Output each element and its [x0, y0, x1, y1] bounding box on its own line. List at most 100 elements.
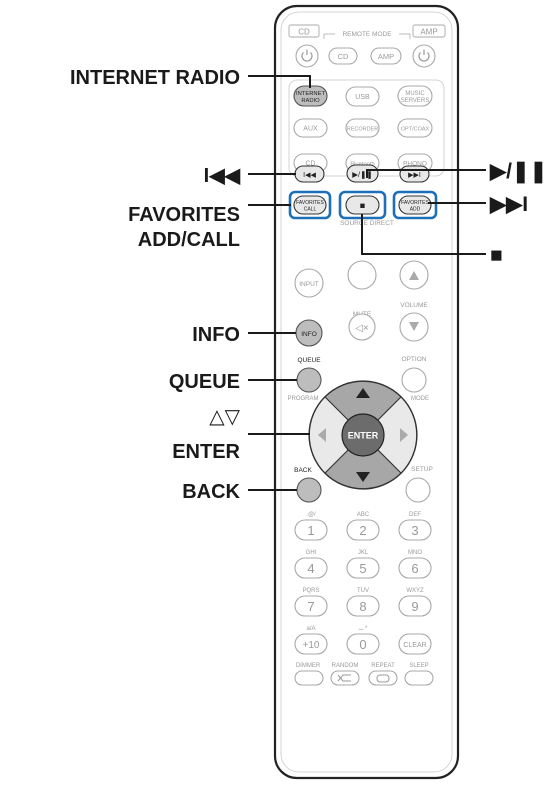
favorites-add-line2: ADD — [410, 207, 421, 213]
cursor-up-button[interactable] — [324, 380, 402, 436]
key-plus10[interactable]: +10 — [294, 633, 328, 655]
favorites-call-line2: CALL — [304, 207, 317, 213]
volume-down-icon — [409, 322, 419, 331]
dimmer-button[interactable] — [294, 670, 324, 686]
usb-label: USB — [355, 94, 370, 101]
key-sub-label: ⌴ * — [359, 626, 368, 632]
cursor-left-icon — [318, 428, 326, 442]
music-servers-button[interactable]: MUSIC SERVERS — [397, 85, 433, 107]
remote-mode-amp-button-label: AMP — [378, 52, 394, 61]
numeric-keypad: .@/ ABC DEF 1 2 3 GHI JKL MNO 4 5 6 PQRS… — [294, 512, 432, 655]
music-servers-line2: SERVERS — [401, 98, 430, 104]
source-direct-button[interactable] — [347, 260, 377, 290]
sleep-button[interactable] — [404, 670, 434, 686]
volume-up-button[interactable] — [399, 260, 429, 290]
internet-radio-button[interactable]: INTERNET RADIO — [293, 85, 328, 107]
leader-lines — [248, 75, 486, 491]
repeat-button[interactable] — [368, 670, 398, 686]
callout-back: BACK — [182, 481, 240, 503]
remote-mode-amp-button[interactable]: AMP — [370, 47, 402, 65]
back-button[interactable] — [296, 477, 322, 503]
mute-button[interactable]: ◁× — [348, 313, 376, 341]
volume-label: VOLUME — [400, 302, 428, 309]
key-sub-label: GHI — [306, 550, 317, 556]
callout-favorites-line2: ADD/CALL — [138, 229, 240, 251]
play-pause-button[interactable]: ▶/❚❚ — [346, 164, 379, 183]
key-9[interactable]: 9 — [398, 595, 432, 617]
random-button[interactable] — [330, 670, 360, 686]
power-amp-button[interactable] — [412, 44, 436, 68]
key-sub-label: WXYZ — [406, 588, 424, 594]
aux-button[interactable]: AUX — [293, 118, 328, 138]
key-1[interactable]: 1 — [294, 519, 328, 541]
music-servers-line1: MUSIC — [405, 91, 425, 97]
next-icon: ▶▶I — [408, 172, 421, 179]
key-sub-label: PQRS — [302, 588, 319, 594]
play-pause-icon: ▶/❚❚ — [352, 170, 372, 179]
key-sub-label: DEF — [409, 512, 421, 518]
volume-up-icon — [409, 271, 419, 280]
callout-internet-radio: INTERNET RADIO — [70, 67, 240, 89]
stop-icon: ■ — [360, 201, 365, 211]
opt-coax-button[interactable]: OPT/COAX — [397, 118, 433, 138]
sleep-label: SLEEP — [409, 663, 428, 669]
power-cd-button[interactable] — [295, 44, 319, 68]
setup-button[interactable] — [405, 477, 431, 503]
clear-button[interactable]: CLEAR — [398, 633, 432, 655]
next-button[interactable]: ▶▶I — [399, 165, 430, 183]
cursor-right-button[interactable] — [362, 396, 418, 474]
recorder-button[interactable]: RECORDER — [345, 118, 380, 138]
aux-label: AUX — [303, 126, 318, 133]
key-8[interactable]: 8 — [346, 595, 380, 617]
key-digit: 3 — [411, 523, 418, 538]
queue-button[interactable] — [296, 367, 322, 393]
remote-mode-cd-label — [288, 24, 320, 38]
prev-button[interactable]: I◀◀ — [294, 165, 325, 183]
callout-enter: ENTER — [172, 441, 240, 463]
remote-mode-amp-text: AMP — [420, 28, 437, 37]
key-plus10-label: +10 — [303, 640, 320, 651]
internet-radio-line2: RADIO — [301, 98, 320, 104]
random-label: RANDOM — [332, 663, 359, 669]
volume-down-button[interactable] — [399, 312, 429, 342]
remote-mode-amp-label — [412, 24, 446, 38]
key-7[interactable]: 7 — [294, 595, 328, 617]
input-button[interactable]: INPUT — [294, 268, 324, 298]
favorites-call-button[interactable]: FAVORITES CALL — [293, 195, 327, 215]
key-digit: 1 — [307, 523, 314, 538]
key-digit: 2 — [359, 523, 366, 538]
remote-mode-cd-button[interactable]: CD — [328, 47, 358, 65]
source-direct-label: SOURCE DIRECT — [340, 220, 394, 227]
key-5[interactable]: 5 — [346, 557, 380, 579]
clear-label: CLEAR — [403, 642, 426, 649]
favorites-call-line1: FAVORITES — [296, 200, 324, 206]
usb-button[interactable]: USB — [345, 86, 380, 107]
stop-button[interactable]: ■ — [345, 195, 380, 215]
key-0[interactable]: 0 — [346, 633, 380, 655]
key-3[interactable]: 3 — [398, 519, 432, 541]
key-6[interactable]: 6 — [398, 557, 432, 579]
back-label: BACK — [294, 467, 312, 474]
callout-favorites-line1: FAVORITES — [128, 204, 240, 226]
enter-button[interactable] — [341, 413, 385, 457]
remote-inner-outline — [280, 11, 453, 773]
cursor-down-button[interactable] — [324, 434, 402, 490]
remote-mode-title: REMOTE MODE — [342, 31, 392, 38]
favorites-add-line1: FAVORITES — [401, 200, 429, 206]
key-sub-label: MNO — [408, 550, 422, 556]
opt-coax-label: OPT/COAX — [401, 127, 430, 133]
option-button[interactable] — [401, 367, 427, 393]
cursor-right-icon — [400, 428, 408, 442]
remote-mode-cd-button-label: CD — [338, 52, 349, 61]
cd-source-label: CD — [305, 161, 315, 168]
key-sub-label: .@/ — [306, 512, 316, 518]
key-4[interactable]: 4 — [294, 557, 328, 579]
internet-radio-line1: INTERNET — [296, 91, 325, 97]
favorites-add-button[interactable]: FAVORITES ADD — [398, 195, 432, 215]
key-digit: 6 — [411, 561, 418, 576]
info-button[interactable]: INFO — [295, 319, 323, 347]
key-2[interactable]: 2 — [346, 519, 380, 541]
remote-mode-cd-text: CD — [298, 28, 310, 37]
cursor-up-icon — [356, 388, 370, 398]
